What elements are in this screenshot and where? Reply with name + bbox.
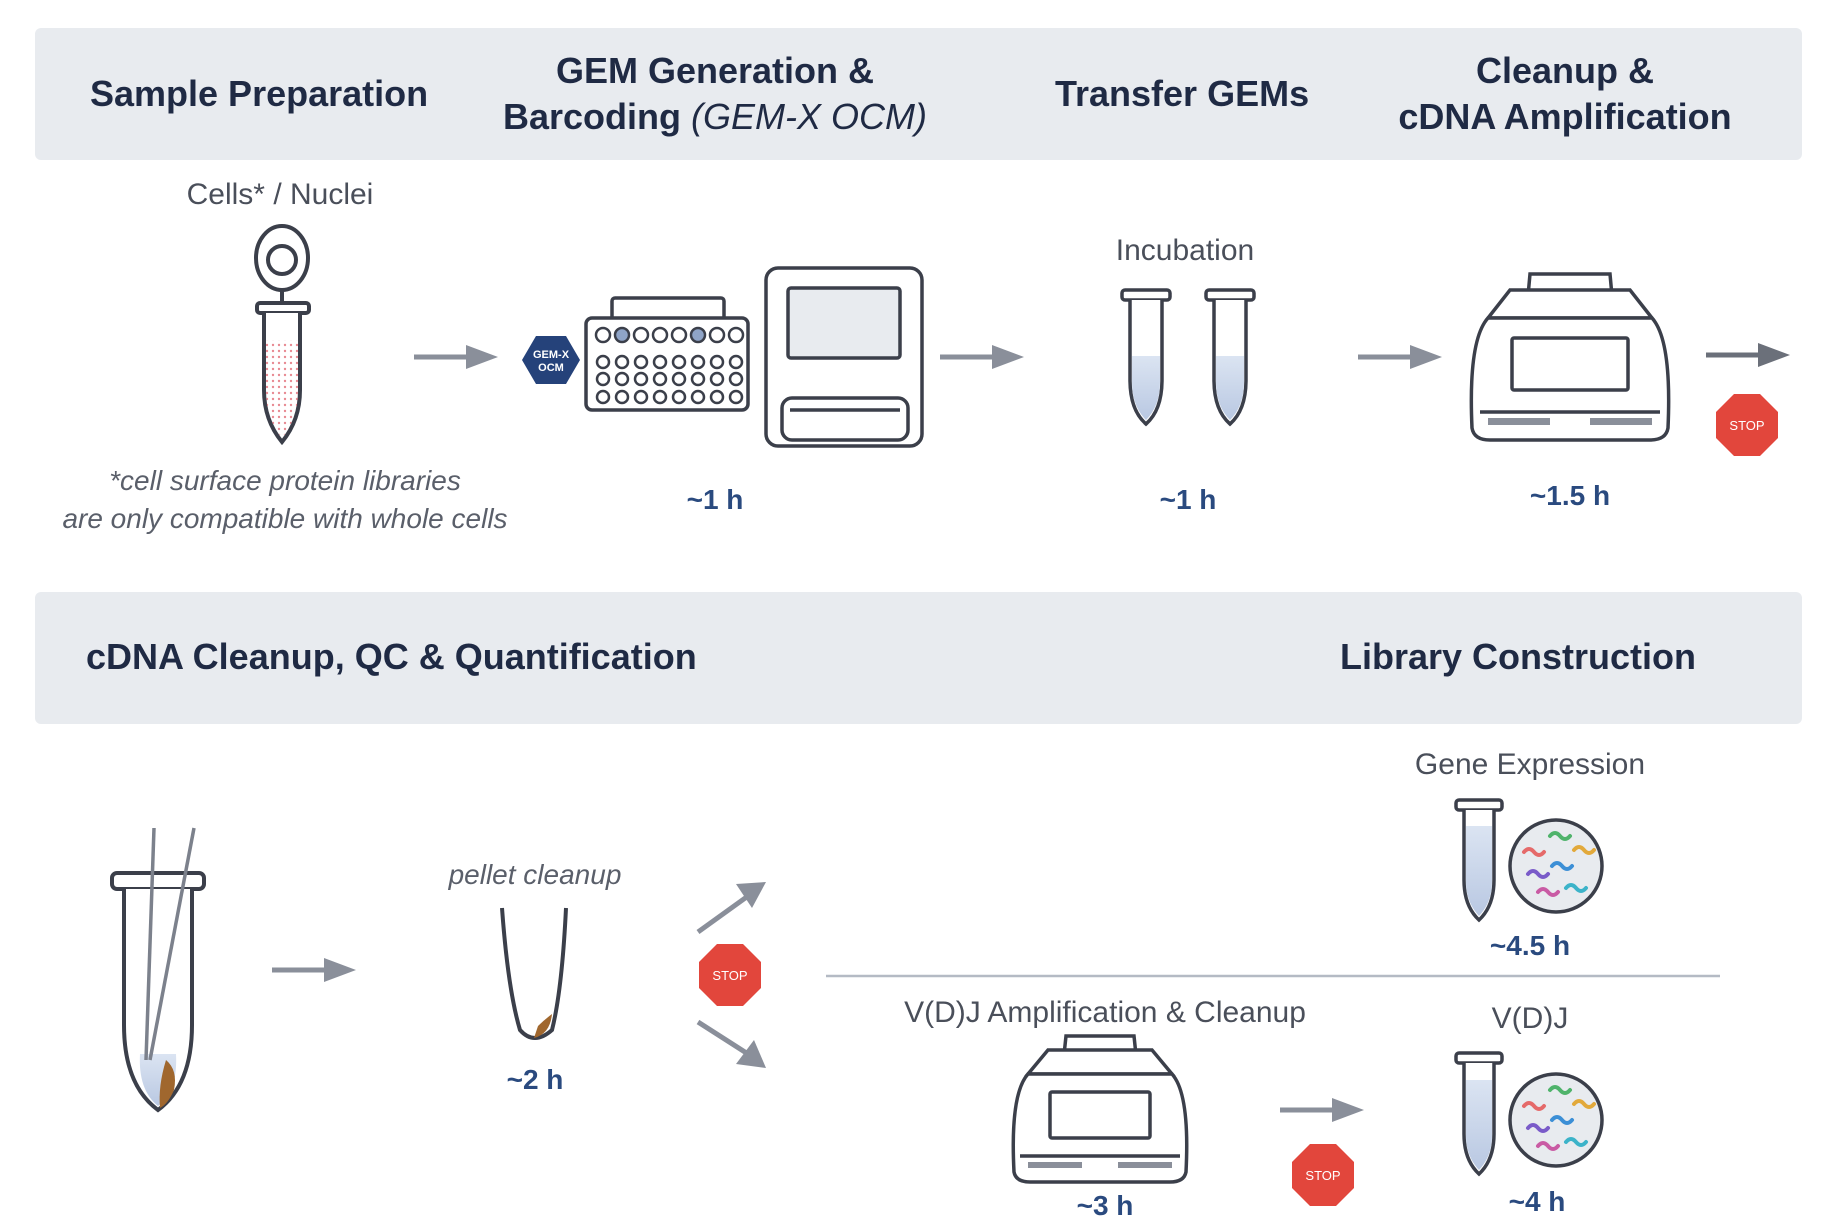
vdj-amplification-label: V(D)J Amplification & Cleanup: [904, 996, 1306, 1029]
time-amplification: ~1.5 h: [1529, 480, 1611, 511]
stop-sign-icon: [699, 944, 761, 1006]
thermal-cycler-icon: [1469, 272, 1671, 442]
header-cleanup-line2: cDNA Amplification: [1398, 96, 1732, 137]
header-gem-barcoding: Barcoding: [503, 96, 682, 137]
incubation-tube-icon: [1204, 288, 1256, 427]
time-pellet-cleanup: ~2 h: [506, 1064, 564, 1095]
time-incubation: ~1 h: [1159, 484, 1217, 515]
vdj-library-icon: [1508, 1072, 1604, 1168]
gem-x-ocm-badge-icon: [522, 336, 580, 384]
time-vdj-amplification: ~3 h: [1076, 1190, 1134, 1221]
header-cdna-cleanup: cDNA Cleanup, QC & Quantification: [86, 636, 697, 677]
header-gem-generation: GEM Generation & Barcoding (GEM-X OCM): [500, 48, 930, 140]
time-vdj: ~4 h: [1508, 1186, 1566, 1217]
cells-nuclei-label: Cells* / Nuclei: [186, 178, 374, 211]
stop-sign-icon: [1292, 1144, 1354, 1206]
footnote-line1: *cell surface protein libraries: [109, 465, 461, 496]
arrow-icon: [272, 958, 356, 982]
time-gem-generation: ~1 h: [686, 484, 744, 515]
header-gem-generation-line1: GEM Generation &: [555, 50, 875, 91]
vdj-tube-icon: [1454, 1051, 1504, 1177]
pellet-cleanup-label: pellet cleanup: [448, 859, 622, 890]
header-sample-preparation: Sample Preparation: [90, 73, 429, 114]
vdj-thermal-cycler-icon: [1011, 1034, 1189, 1184]
vdj-label: V(D)J: [1491, 1002, 1569, 1035]
header-library-construction: Library Construction: [1340, 636, 1697, 677]
bottom-header-banner: [35, 592, 1802, 724]
time-gene-expression: ~4.5 h: [1489, 930, 1571, 961]
incubation-label: Incubation: [1115, 234, 1255, 267]
controller-instrument-icon: [764, 266, 924, 448]
stop-sign-label: STOP: [1729, 418, 1764, 433]
arrow-icon: [1280, 1098, 1364, 1122]
arrow-up-right-icon: [696, 882, 766, 935]
arrow-icon: [1706, 343, 1790, 367]
header-cleanup-line1: Cleanup &: [1475, 50, 1654, 91]
chip-badge-line2: OCM: [538, 362, 564, 374]
pellet-tube-icon: [500, 907, 568, 1040]
gene-expression-label: Gene Expression: [1414, 748, 1646, 781]
incubation-tube-icon: [1120, 288, 1172, 427]
arrow-icon: [940, 345, 1024, 369]
chip-holder-icon: [584, 296, 750, 412]
stop-sign-label: STOP: [1305, 1168, 1340, 1183]
header-gem-generation-line2: Barcoding (GEM-X OCM): [500, 94, 930, 140]
stop-sign-icon: [1716, 394, 1778, 456]
chip-badge-line1: GEM-X: [533, 349, 570, 361]
header-gem-x-ocm: (GEM-X OCM): [691, 96, 927, 137]
header-transfer-gems: Transfer GEMs: [1055, 73, 1310, 114]
magnetic-bead-tube-icon: [110, 827, 206, 1113]
stop-sign-label: STOP: [712, 968, 747, 983]
arrow-icon: [1358, 345, 1442, 369]
header-cleanup-amplification: Cleanup & cDNA Amplification: [1380, 48, 1750, 140]
arrow-icon: [414, 345, 498, 369]
footnote-line2: are only compatible with whole cells: [62, 503, 508, 534]
gene-expression-library-icon: [1508, 818, 1604, 914]
arrow-down-right-icon: [696, 1019, 766, 1068]
sample-tube-icon: [254, 224, 311, 446]
top-header-banner: [35, 28, 1802, 160]
gene-expression-tube-icon: [1454, 798, 1504, 923]
